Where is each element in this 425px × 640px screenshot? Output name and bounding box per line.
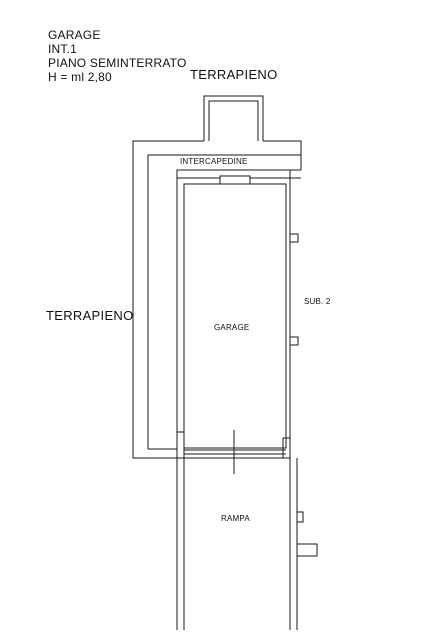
right-wall-pillar-lower xyxy=(289,336,299,346)
label-sub2: SUB. 2 xyxy=(304,297,331,306)
garage-top-window xyxy=(219,175,251,185)
label-intercapedine: INTERCAPEDINE xyxy=(180,157,248,166)
outer-wall-right xyxy=(263,140,302,170)
label-rampa: RAMPA xyxy=(221,514,250,523)
ramp-pillar-upper xyxy=(296,511,304,523)
cavity-inner-wall xyxy=(147,154,301,449)
label-garage: GARAGE xyxy=(214,323,250,332)
cavity-bottom-wall xyxy=(176,169,301,449)
ramp-pillar-lower xyxy=(296,543,318,557)
header-title: GARAGE xyxy=(48,28,101,42)
door-jamb-right xyxy=(282,437,291,459)
garage-left-wall-inner xyxy=(176,184,184,433)
right-wall-pillar-upper xyxy=(289,233,299,243)
label-terrapieno-top: TERRAPIENO xyxy=(190,67,278,82)
top-niche-inner-wall xyxy=(208,100,259,141)
header-unit: INT.1 xyxy=(48,42,78,56)
header-height: H = ml 2,80 xyxy=(48,70,112,84)
outer-wall xyxy=(132,140,204,459)
garage-room-outline xyxy=(183,183,287,449)
label-terrapieno-left: TERRAPIENO xyxy=(46,308,134,323)
header-floor: PIANO SEMINTERRATO xyxy=(48,56,187,70)
door-jamb-left xyxy=(176,431,185,459)
top-niche-outer-wall xyxy=(203,95,264,141)
